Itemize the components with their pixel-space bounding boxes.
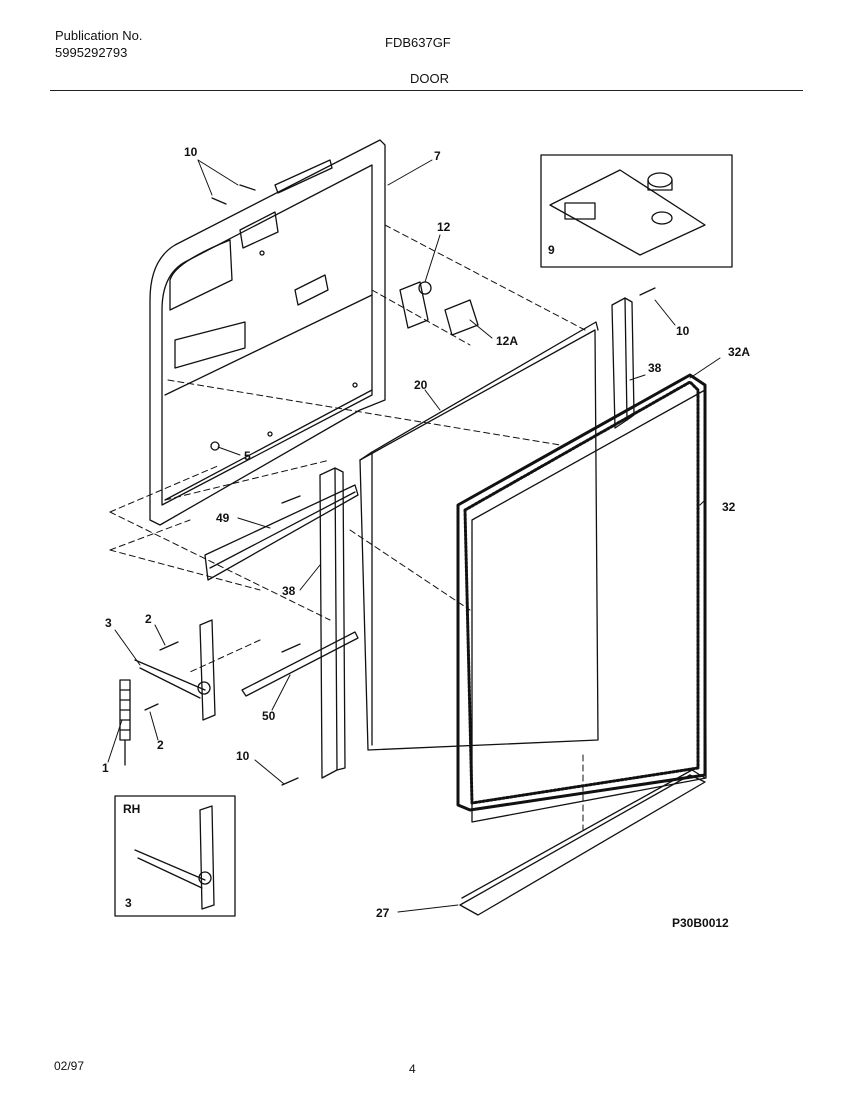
- callout-10-right: 10: [676, 324, 690, 338]
- inner-door-frame: [149, 139, 386, 526]
- assembly-lines: [109, 224, 586, 831]
- leader-lines: [107, 159, 721, 913]
- callout-5: 5: [244, 449, 251, 463]
- spring: [119, 679, 131, 766]
- callout-7: 7: [434, 149, 441, 163]
- callout-38-right: 38: [648, 361, 662, 375]
- gasket-frame: [456, 373, 707, 812]
- callout-12: 12: [437, 220, 451, 234]
- latch: [399, 281, 479, 336]
- callout-10-top: 10: [184, 145, 198, 159]
- inset-rh-label: RH: [123, 802, 141, 816]
- callout-3: 3: [105, 616, 112, 630]
- lower-strip: [241, 631, 359, 697]
- kick-strip: [204, 484, 359, 581]
- front-panel: [471, 389, 707, 823]
- callout-38-left: 38: [282, 584, 296, 598]
- callout-10-bottom: 10: [236, 749, 250, 763]
- callout-1: 1: [102, 761, 109, 775]
- publication-label: Publication No.: [55, 28, 143, 43]
- callout-32a: 32A: [728, 345, 751, 359]
- inset-9: [540, 154, 733, 268]
- inset-rh-callout-3: 3: [125, 896, 132, 910]
- outer-door-panel: [359, 321, 599, 751]
- footer-date: 02/97: [54, 1059, 85, 1073]
- callout-49: 49: [216, 511, 230, 525]
- callout-2-upper: 2: [145, 612, 152, 626]
- callout-2-lower: 2: [157, 738, 164, 752]
- section-title: DOOR: [410, 71, 449, 86]
- page-number: 4: [409, 1062, 416, 1076]
- callout-50: 50: [262, 709, 276, 723]
- model-number: FDB637GF: [385, 35, 451, 50]
- side-trims: [319, 297, 635, 779]
- header-rule: [50, 90, 803, 91]
- callout-27: 27: [376, 906, 390, 920]
- callout-9: 9: [548, 243, 555, 257]
- inset-rh: [114, 795, 236, 917]
- screws: [144, 184, 656, 786]
- publication-number: 5995292793: [55, 45, 128, 60]
- callout-32: 32: [722, 500, 736, 514]
- bottom-trim: [459, 769, 706, 916]
- callout-12a: 12A: [496, 334, 519, 348]
- hinge: [134, 619, 216, 721]
- figure-code: P30B0012: [672, 916, 729, 930]
- callout-20: 20: [414, 378, 428, 392]
